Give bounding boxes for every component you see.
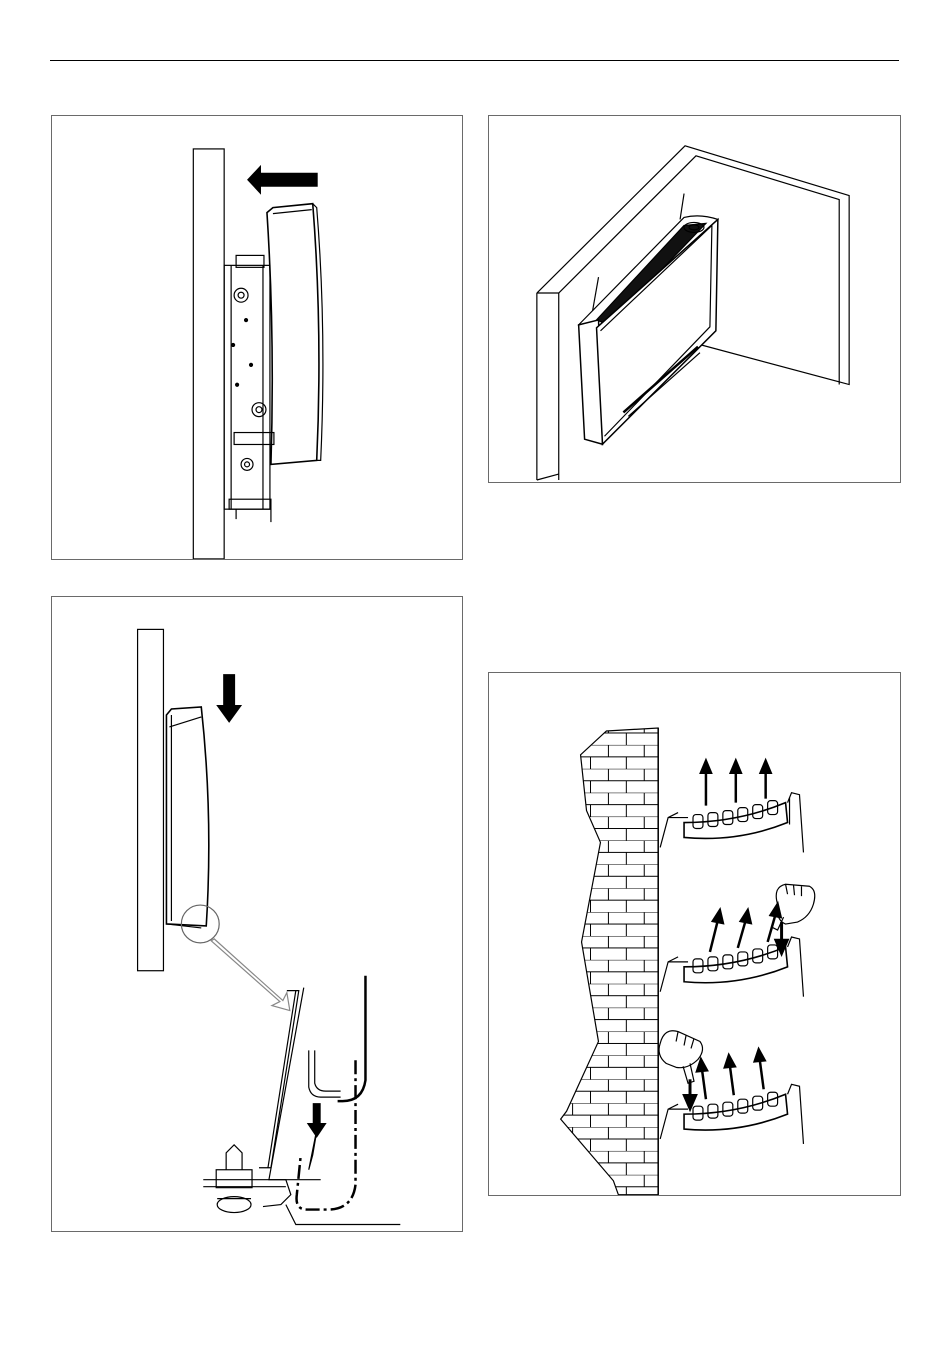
- figure-unit-mounted: [488, 115, 901, 483]
- figure-unit-push-to-wall: [51, 115, 463, 560]
- unit-detail-illustration: [52, 597, 462, 1231]
- unit-side-view-illustration: [52, 116, 462, 559]
- figure-unit-lower-onto-bracket: [51, 596, 463, 1232]
- header-rule: [50, 60, 899, 61]
- unit-perspective-illustration: [489, 116, 900, 482]
- figure-louver-adjustment: [488, 672, 901, 1196]
- arrow-down-icon: [216, 674, 242, 723]
- arrow-left-icon: [247, 165, 318, 195]
- brick-wall: [561, 728, 659, 1195]
- louver-adjustment-illustration: [489, 673, 900, 1195]
- arrow-down-icon: [307, 1103, 327, 1138]
- hand-pointer-icon: [659, 1031, 703, 1084]
